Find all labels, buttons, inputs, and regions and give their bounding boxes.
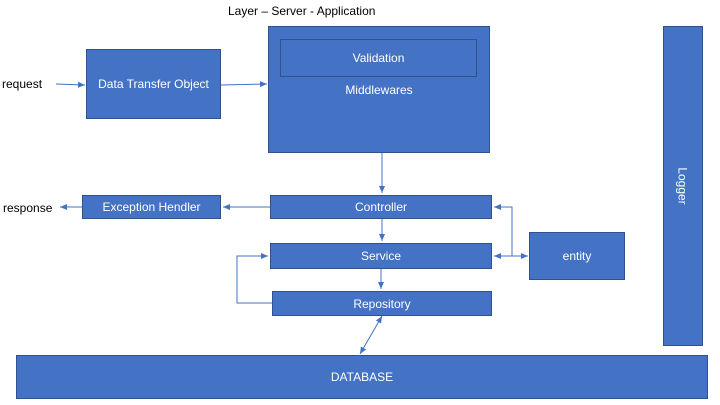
dto-box: Data Transfer Object [86,49,221,119]
entity-box: entity [529,232,625,280]
repository-label: Repository [353,296,411,311]
exception-handler-box: Exception Hendler [82,195,221,219]
controller-label: Controller [354,200,408,214]
response-label: response [3,201,53,215]
database-label: DATABASE [330,370,394,384]
validation-box: Validation [280,39,477,77]
arrow-repository-loop-to-service [236,253,272,304]
middlewares-box: Validation Middlewares [268,26,490,153]
arrow-request-to-dto [55,81,86,88]
exception-handler-label: Exception Hendler [102,200,201,214]
middlewares-label: Middlewares [345,83,413,97]
dto-label: Data Transfer Object [98,77,209,91]
controller-box: Controller [270,195,492,219]
logger-label: Logger [676,167,690,205]
entity-label: entity [562,249,592,263]
diagram-title: Layer – Server - Application [228,4,376,18]
arrow-repository-database [359,315,383,355]
logger-box: Logger [663,26,703,346]
request-label: request [2,77,43,91]
service-label: Service [360,249,401,263]
arrow-dto-to-middlewares [220,81,268,88]
database-box: DATABASE [16,355,708,399]
repository-box: Repository [272,291,492,316]
validation-label: Validation [352,51,405,65]
arrow-entity-to-controller [494,204,513,256]
service-box: Service [270,243,492,269]
